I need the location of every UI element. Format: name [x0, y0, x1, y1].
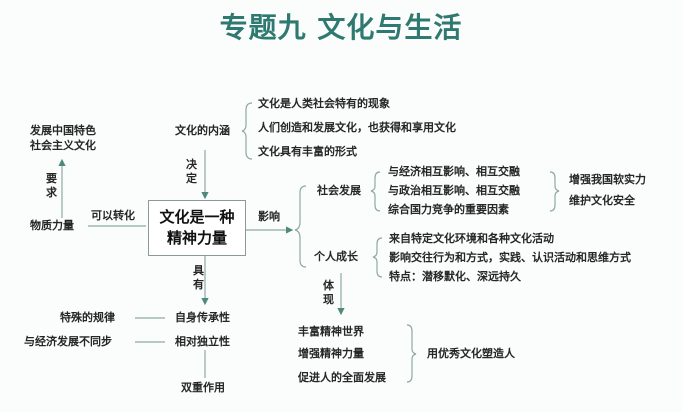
- individual-item: 特点：潜移默化、深远持久: [389, 270, 521, 283]
- society-result: 增强我国软实力: [569, 173, 646, 186]
- dual-role: 双重作用: [181, 381, 225, 394]
- connotation-label: 文化的内涵: [175, 124, 230, 137]
- society-result: 维护文化安全: [569, 194, 635, 207]
- society-item: 与政治相互影响、相互交融: [388, 184, 520, 197]
- page-title: 专题九 文化与生活: [219, 11, 463, 44]
- society-item: 与经济相互影响、相互交融: [388, 165, 520, 178]
- require-label: 要求: [46, 172, 57, 199]
- society-label: 社会发展: [317, 184, 361, 197]
- central-concept-box: 文化是一种 精神力量: [148, 200, 246, 256]
- goal-line-1: 发展中国特色: [30, 124, 96, 137]
- goal-line-2: 社会主义文化: [30, 139, 96, 152]
- effect-item: 促进人的全面发展: [298, 371, 386, 384]
- effect-item: 增强精神力量: [298, 347, 364, 360]
- connotation-item: 人们创造和发展文化，也获得和享用文化: [258, 121, 456, 134]
- feature-inheritance: 自身传承性: [175, 311, 230, 324]
- central-line-1: 文化是一种: [159, 208, 235, 226]
- embody-label: 体现: [323, 279, 334, 306]
- has-label: 具有: [193, 264, 204, 291]
- connotation-item: 文化是人类社会特有的现象: [258, 97, 390, 110]
- effect-result: 用优秀文化塑造人: [427, 347, 515, 360]
- material-force: 物质力量: [30, 219, 74, 232]
- decides-label: 决定: [186, 158, 197, 185]
- effect-item: 丰富精神世界: [298, 325, 364, 338]
- central-line-2: 精神力量: [166, 229, 227, 247]
- individual-item: 影响交往行为和方式，实践、认识活动和思维方式: [389, 251, 631, 264]
- feature-independence-note: 与经济发展不同步: [24, 335, 112, 348]
- connotation-item: 文化具有丰富的形式: [258, 145, 357, 158]
- feature-inheritance-note: 特殊的规律: [60, 311, 115, 324]
- feature-independence: 相对独立性: [175, 335, 230, 348]
- individual-item: 来自特定文化环境和各种文化活动: [389, 232, 554, 245]
- convert-label: 可以转化: [91, 209, 135, 222]
- society-item: 综合国力竞争的重要因素: [388, 203, 509, 216]
- individual-label: 个人成长: [314, 250, 358, 263]
- influence-label: 影响: [258, 210, 280, 223]
